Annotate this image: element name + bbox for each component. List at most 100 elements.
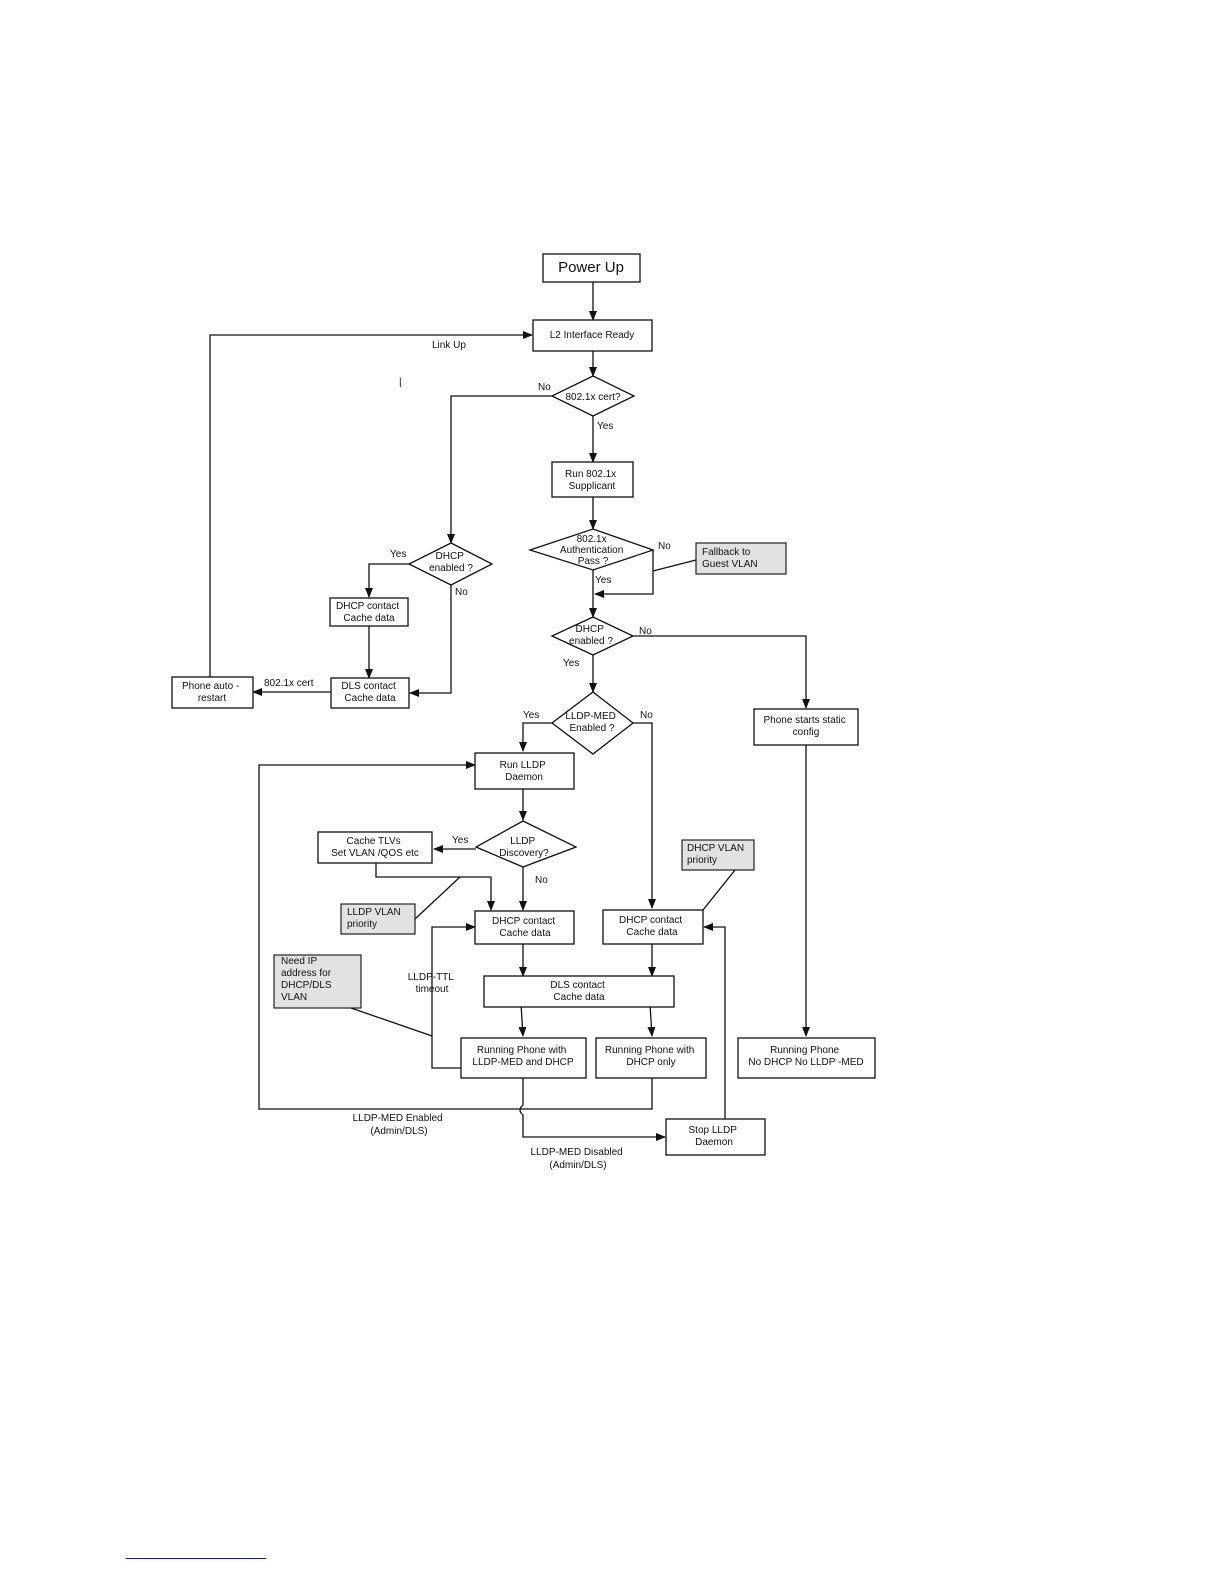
edge-dhcp-left-no — [409, 585, 452, 697]
edge-cert-no — [447, 395, 552, 544]
note-fallback-guest-vlan: Fallback to Guest VLAN — [695, 542, 787, 575]
svg-text:DHCP contact Cache data: DHCP contact Cache data — [492, 916, 558, 939]
svg-text:Phone auto - restart: Phone auto - restart — [182, 681, 242, 704]
node-dls-contact-left: DLS contact Cache data — [330, 677, 410, 709]
note-dhcp-vlan-priority: DHCP VLAN priority — [681, 839, 755, 871]
node-dls-left-line-1: DLS contact — [341, 681, 396, 692]
svg-text:DHCP VLAN priority: DHCP VLAN priority — [687, 843, 747, 866]
svg-text:Yes: Yes — [563, 658, 579, 669]
node-dhcp-contact-right: DHCP contact Cache data — [602, 909, 704, 945]
svg-text:DHCP enabled ?: DHCP enabled ? — [569, 624, 613, 647]
label-lldp-enabled-line-2: (Admin/DLS) — [370, 1126, 427, 1137]
svg-text:DHCP contact Cache data: DHCP contact Cache data — [619, 915, 685, 938]
node-static-line-1: Phone starts static — [763, 715, 845, 726]
node-restart-line-2: restart — [198, 693, 227, 704]
svg-text:Fallback to Guest VLAN: Fallback to Guest VLAN — [702, 547, 758, 570]
node-dhcp-contact-left-line-1: DHCP contact — [336, 601, 399, 612]
svg-text:Running Phone with DHCP: Running Phone with DHCP only — [605, 1045, 697, 1068]
node-dhcp-contact-mid: DHCP contact Cache data — [474, 910, 575, 945]
svg-text:DLS contact Cache data: DLS contact Cache data — [550, 980, 607, 1003]
node-auth-line-3: Pass ? — [578, 556, 609, 567]
edge-lldp-vlan-note — [414, 876, 461, 920]
node-dhcp-contact-left-line-2: Cache data — [343, 613, 395, 624]
node-power-up: Power Up — [542, 253, 641, 283]
label-lldp-disabled-line-2: (Admin/DLS) — [549, 1160, 606, 1171]
node-dhcp-enabled-right-decision: DHCP enabled ? — [550, 616, 635, 656]
edge-fallback-to-auth — [652, 559, 697, 572]
label-cert-no: No — [538, 382, 551, 393]
node-auth-line-1: 802.1x — [577, 534, 607, 545]
note-fallback-line-2: Guest VLAN — [702, 559, 758, 570]
svg-text:DHCP enabled ?: DHCP enabled ? — [429, 551, 473, 574]
node-cache-tlvs: Cache TLVs Set VLAN /QOS etc — [317, 831, 433, 864]
node-phone-auto-restart: Phone auto - restart — [171, 676, 254, 709]
label-lldp-enabled-line-1: LLDP-MED Enabled — [353, 1113, 443, 1124]
label-cert-yes: Yes — [597, 421, 613, 432]
label-lldp-disabled-line-1: LLDP-MED Disabled — [530, 1147, 622, 1158]
node-dhcp-contact-left: DHCP contact Cache data — [329, 597, 409, 627]
svg-text:LLDP-MED Disabled (Admin: LLDP-MED Disabled (Admin/DLS) — [530, 1147, 625, 1171]
edge-stop-to-dhcp-right — [703, 923, 726, 1119]
svg-text:Power Up: Power Up — [558, 259, 624, 276]
node-dhcp-left-line-2: enabled ? — [429, 563, 473, 574]
note-need-ip-line-3: DHCP/DLS — [281, 980, 332, 991]
svg-text:L2 Interface Ready: L2 Interface Ready — [550, 330, 635, 341]
node-lldp-med-line-1: LLDP-MED — [565, 711, 616, 722]
node-cert-line: 802.1x cert? — [565, 392, 620, 403]
node-dls-left-line-2: Cache data — [344, 693, 396, 704]
edge-labels: Link Up No Yes No Yes Yes No 802.1x cert… — [264, 340, 671, 1171]
node-running-right-line-2: DHCP only — [626, 1057, 675, 1068]
node-8021x-cert-decision: 802.1x cert? — [550, 375, 636, 417]
svg-text:No: No — [639, 626, 652, 637]
svg-text:Cache TLVs Set VLAN /QOS: Cache TLVs Set VLAN /QOS etc — [331, 836, 419, 859]
node-restart-line-1: Phone auto - — [182, 681, 239, 692]
svg-text:No: No — [658, 541, 671, 552]
node-stop-lldp-daemon: Stop LLDP Daemon — [665, 1118, 766, 1156]
note-need-ip-line-2: address for — [281, 968, 332, 979]
svg-text:No: No — [535, 875, 548, 886]
note-lldp-vlan-priority: LLDP VLAN priority — [340, 903, 416, 935]
svg-text:Link Up: Link Up — [432, 340, 466, 351]
node-dhcp-right-box-line-2: Cache data — [626, 927, 678, 938]
node-dhcp-right-line-2: enabled ? — [569, 636, 613, 647]
node-running-mid-line-1: Running Phone with — [477, 1045, 567, 1056]
node-stop-line-1: Stop LLDP — [689, 1125, 738, 1136]
node-tlvs-line-2: Set VLAN /QOS etc — [331, 848, 419, 859]
label-dhcp-left-no: No — [455, 587, 468, 598]
label-dhcp-right-no: No — [639, 626, 652, 637]
node-run-lldp-daemon: Run LLDP Daemon — [474, 752, 575, 790]
svg-text:Yes: Yes — [452, 835, 468, 846]
svg-text:Need IP address for: Need IP address for DHCP/DLS VLAN — [281, 956, 334, 1003]
note-need-ip-address: Need IP address for DHCP/DLS VLAN — [273, 954, 362, 1009]
svg-text:Yes: Yes — [390, 549, 406, 560]
edge-tlvs-to-dhcp — [375, 863, 495, 911]
connectors — [209, 282, 810, 1141]
node-dhcp-enabled-left-decision: DHCP enabled ? — [407, 542, 494, 586]
node-auth-pass-decision: 802.1x Authentication Pass ? — [527, 528, 656, 571]
node-dhcp-right-box-line-1: DHCP contact — [619, 915, 682, 926]
label-auth-yes: Yes — [595, 575, 611, 586]
svg-text:Yes: Yes — [595, 575, 611, 586]
node-dhcp-left-line-1: DHCP — [436, 551, 465, 562]
node-phone-static-config: Phone starts static config — [753, 708, 859, 746]
edge-lldp-med-enabled-loop — [258, 761, 653, 1110]
edge-ttl-timeout — [431, 923, 476, 1069]
node-supplicant-line-1: Run 802.1x — [565, 469, 616, 480]
svg-text:LLDP Discovery?: LLDP Discovery? — [499, 836, 549, 859]
note-need-ip-line-4: VLAN — [281, 992, 307, 1003]
node-discovery-line-1: LLDP — [510, 836, 535, 847]
svg-text:Run 802.1x Supplicant: Run 802.1x Supplicant — [565, 469, 619, 492]
node-dhcp-mid-line-2: Cache data — [499, 928, 551, 939]
node-supplicant-line-2: Supplicant — [569, 481, 616, 492]
node-running-none-line-2: No DHCP No LLDP -MED — [748, 1057, 863, 1068]
svg-text:Yes: Yes — [597, 421, 613, 432]
label-8021x-cert: 802.1x cert — [264, 678, 314, 689]
node-run-lldp-line-1: Run LLDP — [500, 760, 546, 771]
node-stop-line-2: Daemon — [695, 1137, 733, 1148]
note-need-ip-line-1: Need IP — [281, 956, 317, 967]
node-running-right-line-1: Running Phone with — [605, 1045, 695, 1056]
svg-text:DLS contact Cache data: DLS contact Cache data — [341, 681, 398, 704]
node-running-none-line-1: Running Phone — [770, 1045, 839, 1056]
svg-text:LLDP VLAN priority: LLDP VLAN priority — [347, 907, 404, 930]
